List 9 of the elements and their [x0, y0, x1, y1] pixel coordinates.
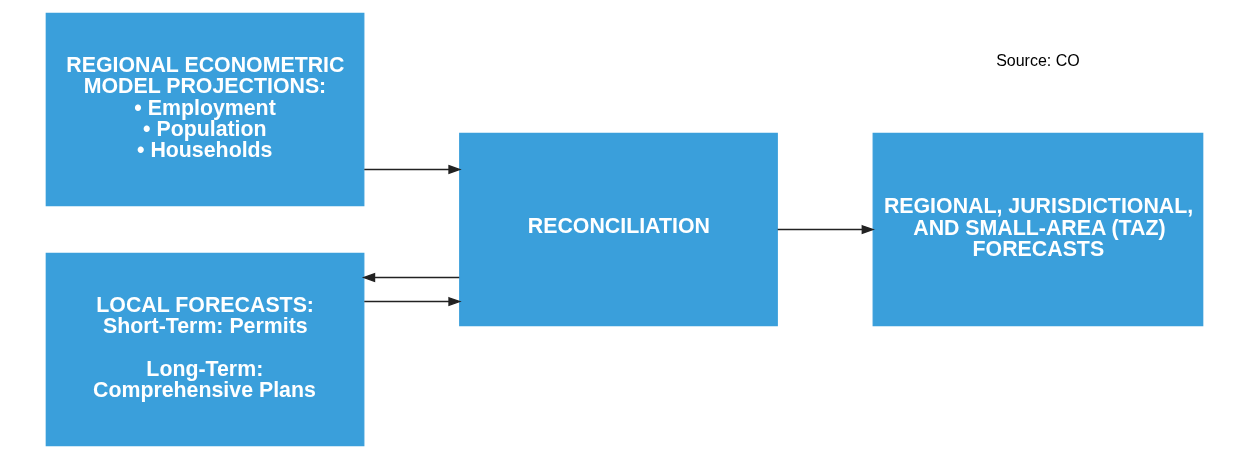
- node-box: REGIONAL, JURISDICTIONAL, AND SMALL-AREA (TAZ) FORECASTS: [872, 132, 1203, 327]
- node-box: LOCAL FORECASTS: Short-Term: Permits Long-Term: Comprehensive Plans: [45, 252, 364, 447]
- arrow: [363, 164, 462, 175]
- node-box: RECONCILIATION: [458, 132, 778, 327]
- arrow: [363, 296, 462, 307]
- node-box: REGIONAL ECONOMETRIC MODEL PROJECTIONS: • Employment • Population • Households: [45, 12, 364, 207]
- label: Source: CO: [995, 51, 1080, 69]
- arrow: [361, 272, 460, 283]
- arrow: [776, 224, 875, 235]
